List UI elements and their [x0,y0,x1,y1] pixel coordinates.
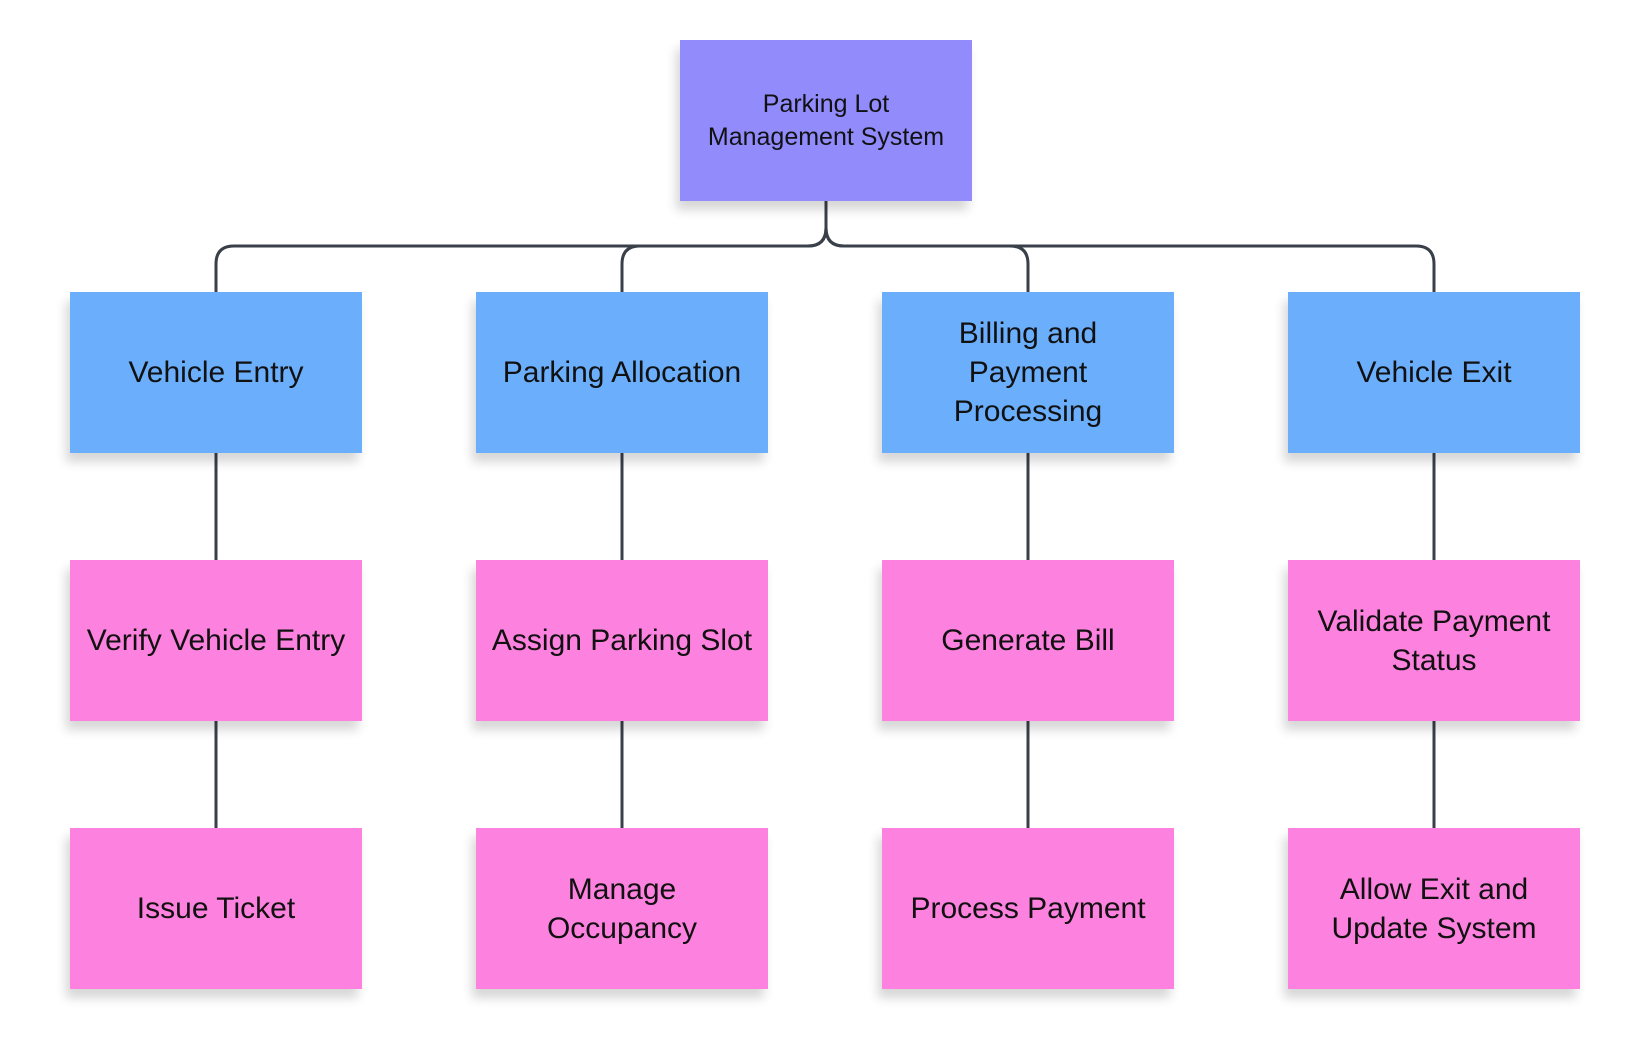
task-node-process-payment[interactable]: Process Payment [882,828,1174,989]
task-node-generate-bill[interactable]: Generate Bill [882,560,1174,721]
category-node-parking-allocation[interactable]: Parking Allocation [476,292,768,453]
task-node-issue-ticket[interactable]: Issue Ticket [70,828,362,989]
connector-root-to-parking-allocation [620,226,828,294]
category-node-vehicle-exit[interactable]: Vehicle Exit [1288,292,1580,453]
task-node-validate-payment-status[interactable]: Validate Payment Status [1288,560,1580,721]
category-label: Vehicle Entry [128,356,304,389]
category-label: Parking Allocation [502,356,742,389]
task-label: Manage Occupancy [546,872,698,945]
category-label: Vehicle Exit [1356,356,1512,389]
task-label: Assign Parking Slot [491,624,753,657]
connector-root-to-vehicle-exit [824,226,1436,294]
task-node-allow-exit-and-update[interactable]: Allow Exit and Update System [1288,828,1580,989]
task-label: Verify Vehicle Entry [86,624,346,657]
category-label: Billing and Payment Processing [953,317,1103,428]
root-node[interactable]: Parking Lot Management System [680,40,972,201]
task-node-verify-vehicle-entry[interactable]: Verify Vehicle Entry [70,560,362,721]
task-label: Validate Payment Status [1317,604,1551,677]
category-node-billing-and-payment[interactable]: Billing and Payment Processing [882,292,1174,453]
task-label: Issue Ticket [136,892,296,925]
task-label: Generate Bill [941,624,1115,657]
connector-root-to-billing [824,226,1030,294]
root-label: Parking Lot Management System [707,90,945,151]
task-node-manage-occupancy[interactable]: Manage Occupancy [476,828,768,989]
category-node-vehicle-entry[interactable]: Vehicle Entry [70,292,362,453]
task-node-assign-parking-slot[interactable]: Assign Parking Slot [476,560,768,721]
task-label: Process Payment [910,892,1146,925]
task-label: Allow Exit and Update System [1331,872,1537,945]
